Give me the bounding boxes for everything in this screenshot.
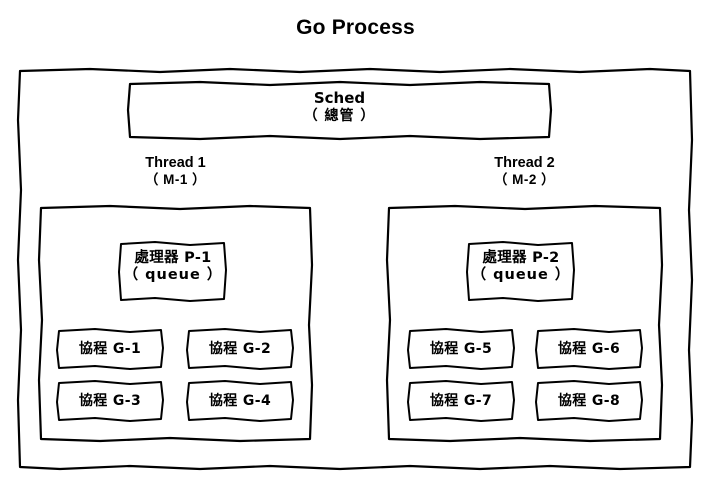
page-title: Go Process [296,16,415,39]
goroutine-label-g2: 協程 G-2 [208,341,272,357]
thread-1-label: Thread 1 （ M-1 ） [40,155,311,188]
processor-2-label: 處理器 P-2 （ queue ） [468,250,574,284]
thread-1-title: Thread 1 [145,155,206,171]
goroutine-label-g8: 協程 G-8 [557,393,621,409]
processor-1-label: 處理器 P-1 （ queue ） [120,250,226,284]
processor-2-name: 處理器 P-2 [482,250,560,266]
processor-1-name: 處理器 P-1 [134,250,212,266]
processor-2-note: （ queue ） [471,267,571,284]
sched-label: Sched （ 總管 ） [129,89,550,124]
thread-1-subtitle: （ M-1 ） [144,172,207,188]
thread-2-title: Thread 2 [494,155,555,171]
sched-note: （ 總管 ） [303,107,376,124]
thread-2-subtitle: （ M-2 ） [493,172,556,188]
goroutine-label-g6: 協程 G-6 [557,341,621,357]
goroutine-label-g4: 協程 G-4 [208,393,272,409]
thread-2-label: Thread 2 （ M-2 ） [388,155,661,188]
goroutine-label-g5: 協程 G-5 [429,341,493,357]
goroutine-label-g3: 協程 G-3 [78,393,142,409]
goroutine-label-g1: 協程 G-1 [78,341,142,357]
processor-1-note: （ queue ） [123,267,223,284]
goroutine-label-g7: 協程 G-7 [429,393,493,409]
sched-name: Sched [313,89,366,107]
